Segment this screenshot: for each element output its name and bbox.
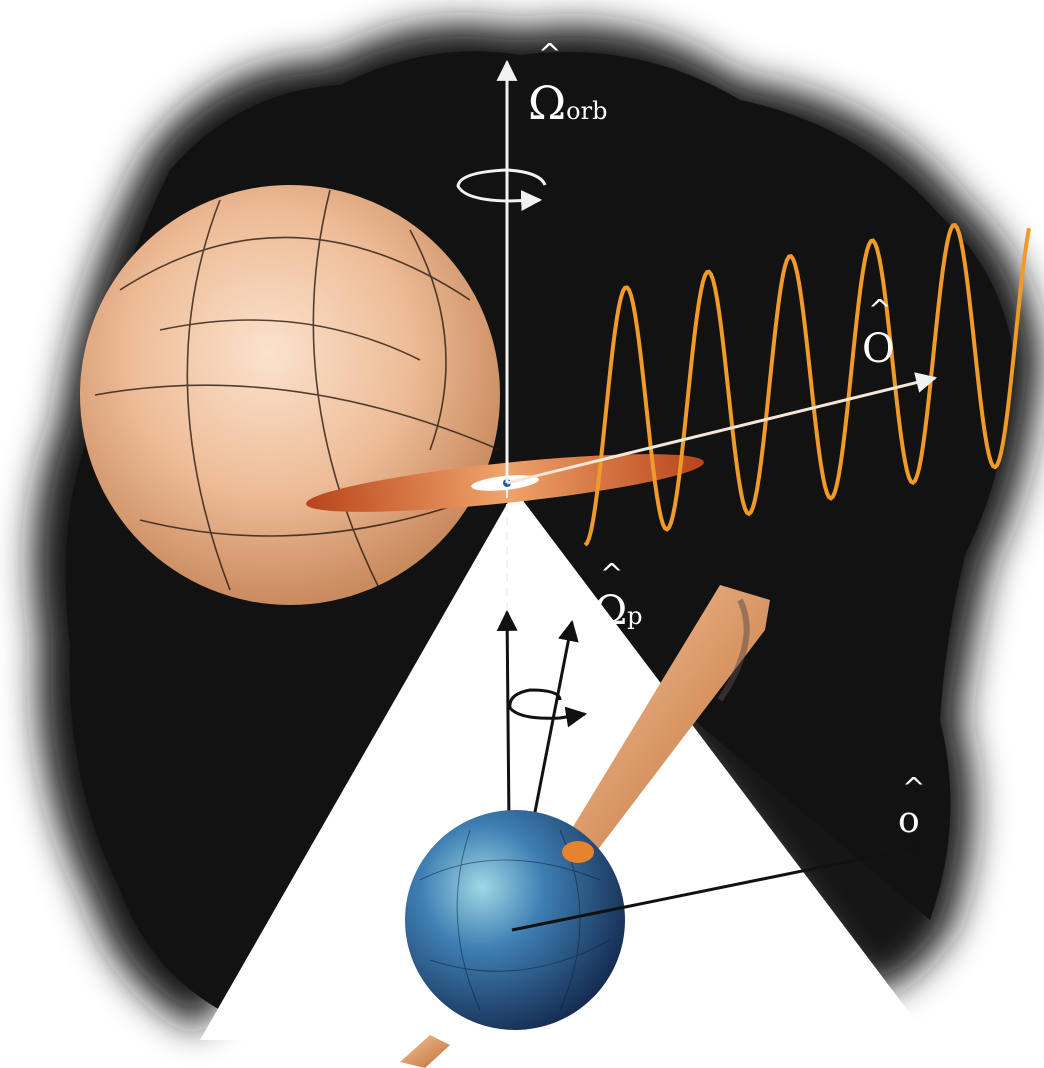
orbital-axis-subscript: orb — [566, 97, 608, 125]
emission-wave — [583, 222, 1031, 547]
orbital-axis-label: ^ Ωorb — [528, 37, 608, 131]
pulsar — [405, 810, 625, 1030]
companion-star — [80, 185, 501, 605]
observer-axis-label-lower: ^ o — [898, 771, 926, 842]
pulsar-axis-subscript: p — [627, 602, 643, 630]
orbital-axis-symbol: Ω — [528, 76, 567, 130]
pulsar-beam — [400, 585, 770, 1068]
observer-axis-symbol-lower: o — [898, 800, 920, 841]
pulsar-axis-label: ^ Ωp — [594, 557, 643, 635]
observer-direction-arrow-lower — [511, 838, 933, 932]
observer-axis-label-upper: ^ O — [862, 293, 895, 373]
observer-direction-arrow-upper — [506, 372, 938, 485]
orbital-rotation-arrow — [456, 168, 547, 212]
pulsar-axis-symbol: Ω — [594, 588, 628, 634]
pulsar-rotation-arrow — [508, 688, 588, 728]
observer-axis-symbol-upper: O — [862, 326, 895, 372]
